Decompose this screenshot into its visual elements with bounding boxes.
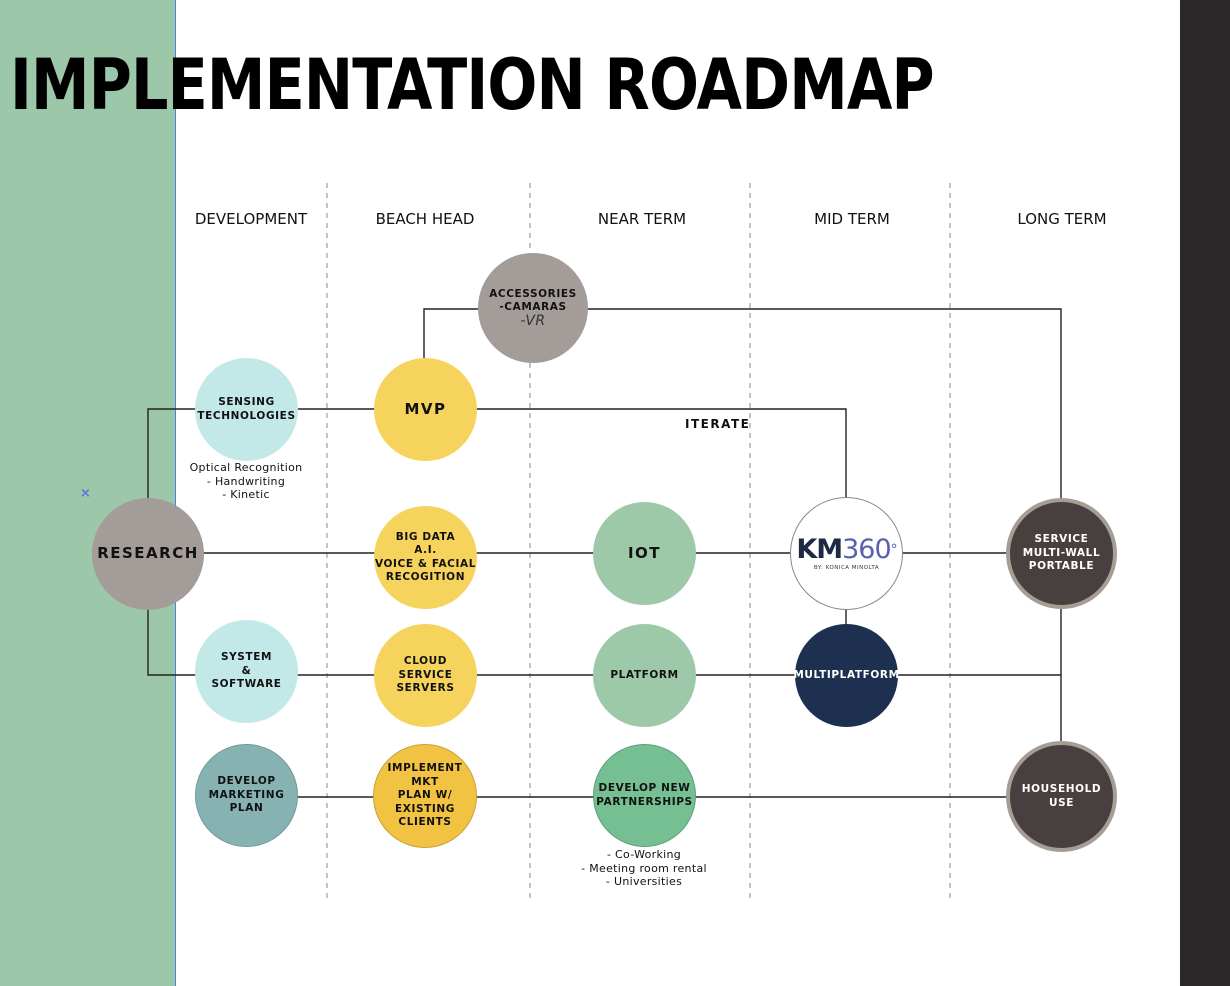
node-multiplatform-label: MULTIPLATFORM [793, 668, 900, 681]
node-implement-mkt-plan: IMPLEMENT MKT PLAN W/ EXISTING CLIENTS [373, 744, 477, 848]
partnerships-note: - Co-Working - Meeting room rental - Uni… [581, 848, 707, 888]
km360-logo-degree: ° [890, 542, 898, 558]
left-side-panel [0, 0, 175, 986]
link-mvp-iterate-km360 [476, 408, 847, 498]
node-cloud-label: CLOUD SERVICE SERVERS [396, 655, 455, 695]
km360-byline: BY: KONICA MINOLTA [813, 565, 880, 571]
link-accessories-service [587, 308, 1062, 500]
node-develop-marketing-plan: DEVELOP MARKETING PLAN [195, 744, 298, 847]
optical-recognition-note: Optical Recognition - Handwriting - Kine… [189, 461, 303, 501]
column-header-near-term: NEAR TERM [597, 210, 687, 228]
node-accessories-label: ACCESSORIES -CAMARAS [489, 287, 577, 314]
page-title: IMPLEMENTATION ROADMAP [10, 44, 935, 126]
selection-guide-line[interactable] [175, 0, 176, 986]
column-header-mid-term: MID TERM [814, 210, 890, 228]
node-big-data: BIG DATA A.I. VOICE & FACIAL RECOGITION [374, 506, 477, 609]
node-platform-label: PLATFORM [610, 668, 679, 681]
link-research-sensing [147, 408, 196, 500]
node-accessories-vr: -VR [520, 312, 546, 329]
node-sensing-label: SENSING TECHNOLOGIES [197, 396, 296, 422]
node-research: RESEARCH [92, 498, 204, 610]
node-marketing-label: DEVELOP MARKETING PLAN [208, 775, 285, 815]
right-side-panel [1180, 0, 1230, 986]
node-research-label: RESEARCH [97, 544, 199, 563]
node-platform: PLATFORM [593, 624, 696, 727]
node-iot: IOT [593, 502, 696, 605]
km360-logo-k: KM [796, 534, 843, 565]
node-iot-label: IOT [627, 543, 662, 562]
link-mvp-accessories [423, 308, 478, 358]
node-mvp-label: MVP [404, 399, 447, 418]
node-bigdata-label: BIG DATA A.I. VOICE & FACIAL RECOGITION [374, 530, 477, 584]
node-mkt-plan-label: IMPLEMENT MKT PLAN W/ EXISTING CLIENTS [387, 762, 463, 829]
node-household-label: HOUSEHOLD USE [1021, 783, 1102, 809]
node-service-label: SERVICE MULTI-WALL PORTABLE [1022, 533, 1101, 573]
node-system-label: SYSTEM & SOFTWARE [211, 651, 282, 691]
node-household: HOUSEHOLD USE [1006, 741, 1117, 852]
node-km360: KM360° BY: KONICA MINOLTA [790, 497, 903, 610]
node-develop-partnerships: DEVELOP NEW PARTNERSHIPS [593, 744, 696, 847]
node-multiplatform: MULTIPLATFORM [793, 624, 900, 727]
node-partnerships-label: DEVELOP NEW PARTNERSHIPS [596, 782, 693, 808]
node-cloud: CLOUD SERVICE SERVERS [374, 624, 477, 727]
km360-logo-number: 360 [842, 534, 892, 565]
anchor-marker-icon[interactable]: × [80, 486, 91, 501]
column-header-development: DEVELOPMENT [194, 210, 308, 228]
node-sensing-technologies: SENSING TECHNOLOGIES [195, 358, 298, 461]
node-service: SERVICE MULTI-WALL PORTABLE [1006, 498, 1117, 609]
node-mvp: MVP [374, 358, 477, 461]
column-header-beach-head: BEACH HEAD [375, 210, 475, 228]
node-accessories: ACCESSORIES -CAMARAS -VR [478, 253, 588, 363]
link-research-system [147, 608, 196, 676]
column-header-long-term: LONG TERM [1017, 210, 1107, 228]
iterate-label: ITERATE [685, 417, 751, 431]
node-system-software: SYSTEM & SOFTWARE [195, 620, 298, 723]
km360-logo: KM360° BY: KONICA MINOLTA [796, 534, 898, 572]
